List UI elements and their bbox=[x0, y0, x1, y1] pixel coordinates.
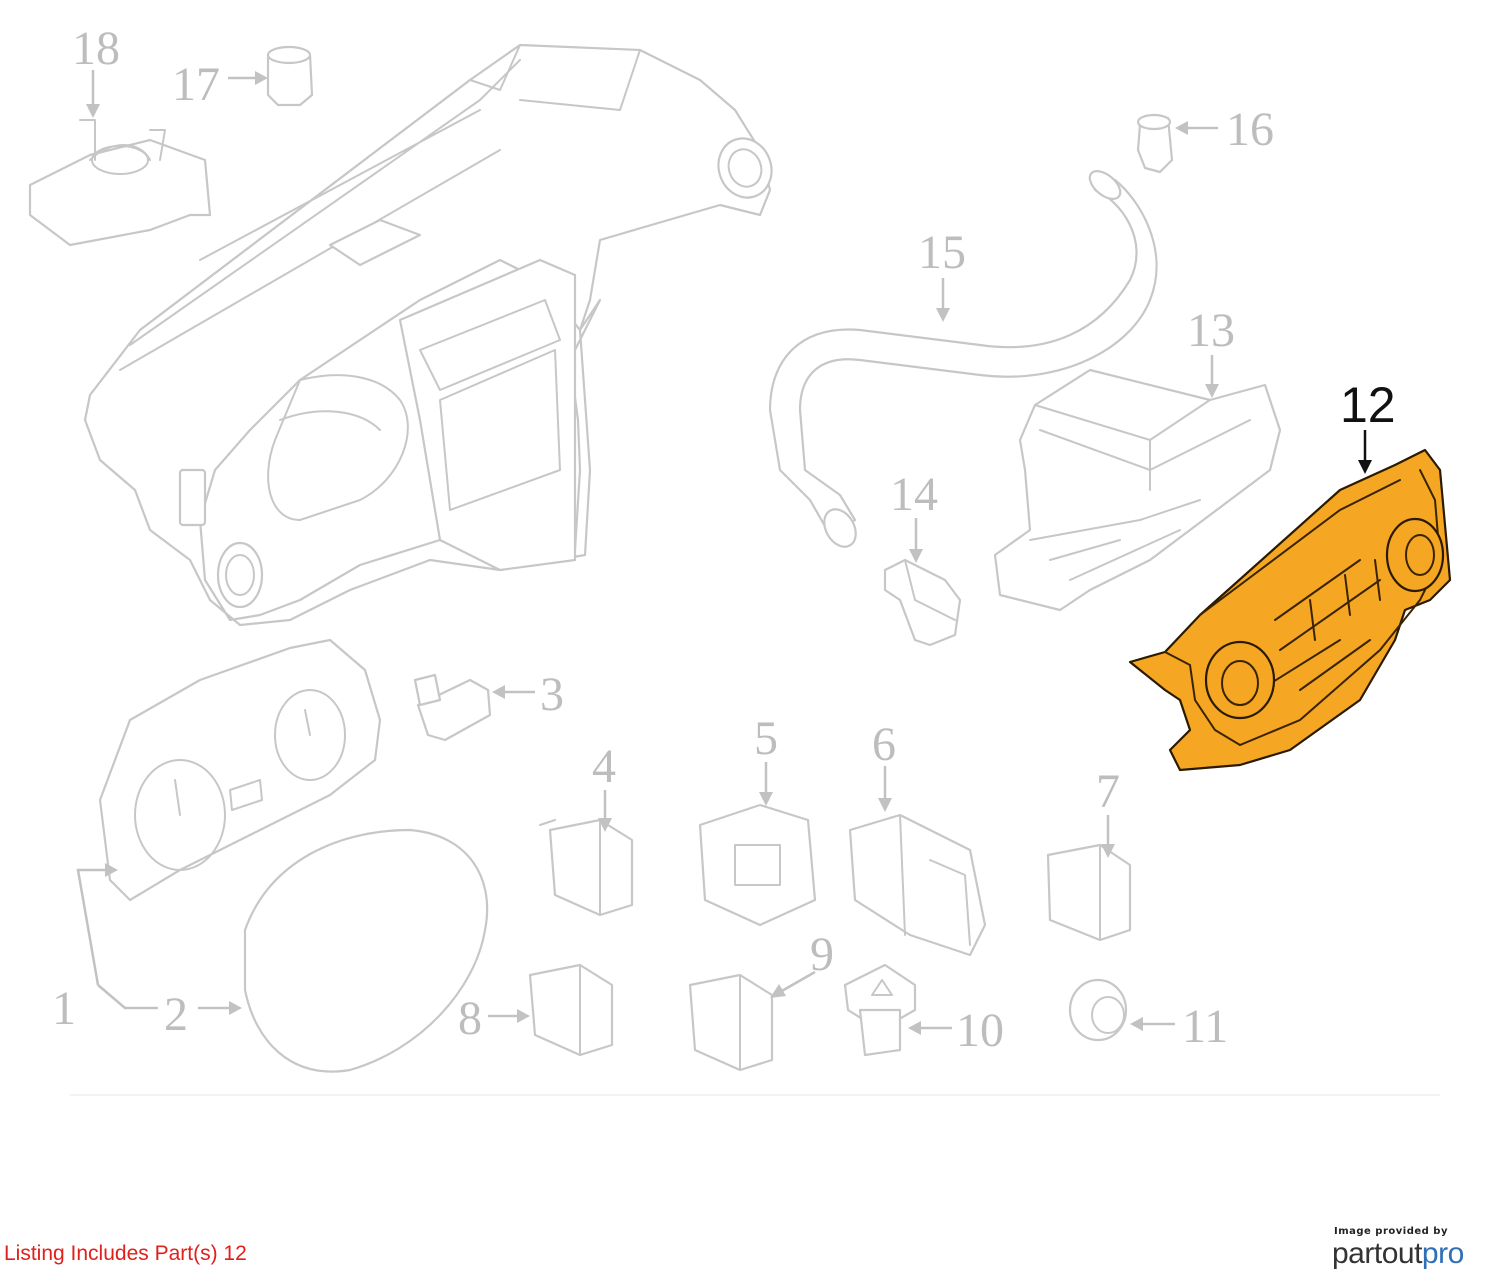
callout-13: 13 bbox=[1187, 304, 1235, 357]
callout-8: 8 bbox=[458, 992, 482, 1045]
part-15-hose bbox=[768, 170, 1158, 548]
callout-3: 3 bbox=[540, 668, 564, 721]
image-credit: Image provided by partoutpro bbox=[1332, 1226, 1492, 1271]
callout-17: 17 bbox=[172, 58, 220, 111]
part-6-switch bbox=[848, 813, 987, 957]
credit-caption: Image provided by bbox=[1334, 1226, 1448, 1237]
callout-arrows bbox=[76, 70, 1372, 1035]
callout-10: 10 bbox=[956, 1004, 1004, 1057]
part-1-cluster bbox=[98, 638, 382, 902]
callout-labels: 18 17 16 15 13 14 3 4 5 6 7 1 2 8 9 10 1… bbox=[52, 22, 1396, 1057]
part-4-switch bbox=[539, 818, 634, 917]
callout-2: 2 bbox=[164, 988, 188, 1041]
part-7-switch bbox=[1046, 843, 1132, 942]
part-14-connector bbox=[883, 558, 962, 647]
part-2-lens bbox=[243, 828, 489, 1073]
part-17-clip bbox=[266, 45, 314, 107]
part-3-bulb bbox=[413, 673, 492, 742]
part-12-climate-control-panel bbox=[1128, 448, 1452, 772]
callout-7: 7 bbox=[1096, 765, 1120, 818]
part-13-module bbox=[993, 368, 1282, 612]
callout-1: 1 bbox=[52, 982, 76, 1035]
part-8-switch bbox=[528, 963, 614, 1057]
part-9-switch bbox=[688, 973, 774, 1072]
part-16-clip bbox=[1136, 113, 1174, 174]
callout-5: 5 bbox=[754, 712, 778, 765]
callout-6: 6 bbox=[872, 718, 896, 771]
partoutpro-logo[interactable]: partoutpro bbox=[1332, 1237, 1492, 1271]
callout-15: 15 bbox=[918, 226, 966, 279]
callout-9: 9 bbox=[810, 928, 834, 981]
part-10-hazard-switch bbox=[843, 963, 917, 1057]
logo-text-partout: partout bbox=[1332, 1237, 1422, 1270]
callout-12: 12 bbox=[1340, 377, 1396, 433]
callout-4: 4 bbox=[592, 740, 616, 793]
part-5-unit bbox=[698, 803, 817, 927]
callout-11: 11 bbox=[1182, 1000, 1228, 1053]
callout-14: 14 bbox=[890, 468, 938, 521]
callout-16: 16 bbox=[1226, 103, 1274, 156]
callout-18: 18 bbox=[72, 22, 120, 75]
dashboard-part bbox=[83, 43, 773, 627]
part-18-bracket bbox=[28, 119, 212, 247]
part-11-knob bbox=[1068, 978, 1128, 1042]
listing-includes-text: Listing Includes Part(s) 12 bbox=[4, 1242, 247, 1265]
logo-text-pro: pro bbox=[1421, 1237, 1464, 1270]
